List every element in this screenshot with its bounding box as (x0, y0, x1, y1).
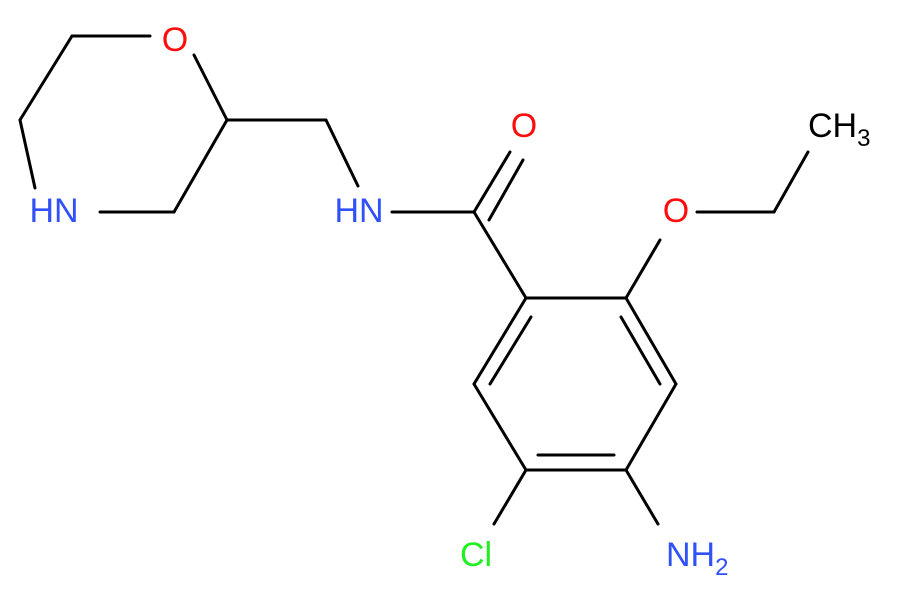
bond-o-ca (192, 53, 229, 122)
bond-ring-6-inner (488, 315, 533, 386)
bond-ring-2 (624, 296, 678, 386)
ether-oxygen-label: O (663, 192, 689, 230)
bond-ring-6 (472, 296, 528, 386)
amino-main: NH (666, 536, 715, 574)
bond-ch2-nh (324, 118, 360, 188)
bond-ring-5 (472, 382, 528, 472)
bond-ring-2-inner (619, 315, 662, 386)
methyl-subscript: 3 (857, 125, 870, 152)
methyl-label: CH3 (808, 107, 870, 152)
atom-labels: O HN HN O O CH3 Cl NH2 (29, 21, 870, 581)
ring-oxygen-label: O (162, 21, 188, 59)
bond-ca-cb (172, 118, 229, 214)
methyl-main: CH (808, 107, 857, 145)
bond-ring-cl (492, 468, 528, 526)
carbonyl-oxygen-label: O (511, 107, 537, 145)
bond-ring-ether (624, 238, 662, 300)
bond-carbonyl-ring (472, 210, 528, 300)
bond-ch2-ch3 (772, 150, 810, 214)
bond-nh-cc (18, 118, 37, 190)
amino-subscript: 2 (715, 554, 728, 581)
chlorine-label: Cl (460, 536, 492, 574)
bonds (18, 34, 810, 526)
bond-ring-3 (624, 382, 678, 472)
amide-nitrogen-label: HN (334, 192, 383, 230)
bond-carbonyl-double-b (487, 158, 525, 222)
bond-ring-nh2 (624, 468, 660, 526)
bond-carbonyl-double-a (472, 150, 512, 214)
amino-label: NH2 (666, 536, 728, 581)
bond-cc-cd (18, 34, 74, 122)
ring-nitrogen-label: HN (29, 192, 78, 230)
